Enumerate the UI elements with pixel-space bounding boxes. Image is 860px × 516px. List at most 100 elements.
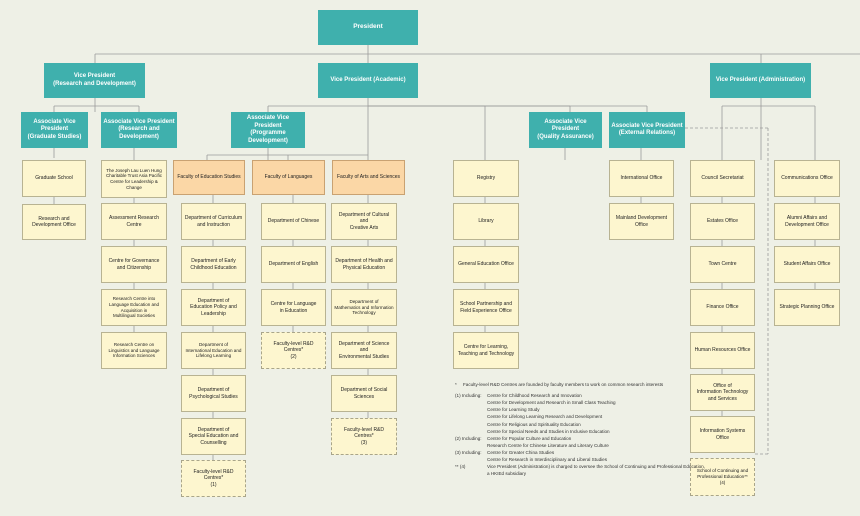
graduate-unit-label: Graduate School <box>35 175 73 182</box>
footnote-star-text: Faculty-level R&D Centres are founded by… <box>463 382 664 387</box>
footnote-4-key: ** (4) <box>455 464 466 470</box>
education-department-label: Department of International Education an… <box>185 341 242 359</box>
avp-graduate-label: Associate Vice President (Graduate Studi… <box>27 118 82 140</box>
arts-rd-centres: Faculty-level R&D Centres* (3) <box>331 418 397 455</box>
faculty-arts-header: Faculty of Arts and Sciences <box>332 160 405 195</box>
arts-department: Department of Cultural and Creative Arts <box>331 203 397 240</box>
vp-academic-label: Vice President (Academic) <box>330 76 406 83</box>
research-unit: Assessment Research Centre <box>101 203 167 240</box>
vp-academic-box: Vice President (Academic) <box>318 63 418 98</box>
footnote-star-key: * <box>455 382 457 387</box>
education-department: Department of Curriculum and Instruction <box>181 203 246 240</box>
languages-department: Department of English <box>261 246 326 283</box>
academic-unit-label: General Education Office <box>458 261 514 268</box>
education-department-label: Department of Education Policy and Leade… <box>190 298 237 317</box>
footnote-3: (3) Including: Centre for Greater China … <box>455 449 755 463</box>
education-department: Department of Education Policy and Leade… <box>181 289 246 326</box>
admin-unit: Council Secretariat <box>690 160 755 197</box>
footnote-1-item: Centre for Learning Study <box>487 407 540 413</box>
footnote-3-key: (3) Including: <box>455 449 482 455</box>
external-unit-label: International Office <box>620 175 663 182</box>
languages-department-label: Department of English <box>268 261 319 268</box>
arts-rd-centres-label: Faculty-level R&D Centres* (3) <box>343 427 384 446</box>
external-unit: Mainland Development Office <box>609 203 674 240</box>
admin-unit-label: Estates Office <box>706 218 739 225</box>
research-unit-label: Research Centre into Language Education … <box>108 296 160 319</box>
footnote-1-key: (1) Including: <box>455 393 482 399</box>
footnote-4: ** (4) Vice President (Administration) i… <box>455 463 755 477</box>
footnote-2-key: (2) Including: <box>455 435 482 441</box>
admin-unit: Communications Office <box>774 160 840 197</box>
arts-department: Department of Social Sciences <box>331 375 397 412</box>
admin-unit: Finance Office <box>690 289 755 326</box>
footnote-1-item: Centre for Childhood Research and Innova… <box>487 393 582 399</box>
arts-department: Department of Science and Environmental … <box>331 332 397 369</box>
graduate-unit-label: Research and Development Office <box>32 215 76 228</box>
admin-unit: Office of Information Technology and Ser… <box>690 374 755 411</box>
arts-department-label: Department of Social Sciences <box>340 387 388 400</box>
faculty-education-header: Faculty of Education Studies <box>173 160 245 195</box>
languages-rd-centres: Faculty-level R&D Centres* (2) <box>261 332 326 369</box>
admin-unit-label: Alumni Affairs and Development Office <box>785 215 829 228</box>
footnote-1-item: Centre for Special Needs and Studies in … <box>487 428 610 434</box>
avp-quality-box: Associate Vice President (Quality Assura… <box>529 112 602 148</box>
arts-department-label: Department of Health and Physical Educat… <box>335 258 393 271</box>
academic-unit-label: School Partnership and Field Experience … <box>460 301 512 314</box>
footnote-2-item: Research Centre for Chinese Literature a… <box>487 442 609 448</box>
avp-programme-label: Associate Vice President (Programme Deve… <box>246 115 290 144</box>
languages-department-label: Department of Chinese <box>267 218 320 225</box>
education-department: Department of Psychological Studies <box>181 375 246 412</box>
admin-unit: Student Affairs Office <box>774 246 840 283</box>
education-department: Department of Special Education and Coun… <box>181 418 246 455</box>
research-unit: Centre for Governance and Citizenship <box>101 246 167 283</box>
footnote-1-item: Centre for Development and Research in S… <box>487 400 616 406</box>
admin-unit-label: Office of Information Technology and Ser… <box>696 383 749 402</box>
admin-unit-label: Strategic Planning Office <box>779 304 835 311</box>
languages-department: Centre for Language in Education <box>261 289 326 326</box>
admin-unit-label: Information Systems Office <box>699 428 746 441</box>
arts-department: Department of Mathematics and Informatio… <box>331 289 397 326</box>
external-unit: International Office <box>609 160 674 197</box>
arts-department-label: Department of Cultural and Creative Arts <box>338 212 390 231</box>
footnote-3-item: Centre for Greater China Studies <box>487 449 555 455</box>
admin-unit: Estates Office <box>690 203 755 240</box>
admin-unit-label: Student Affairs Office <box>783 261 831 268</box>
research-unit: Research Centre into Language Education … <box>101 289 167 326</box>
footnote-2: (2) Including: Centre for Popular Cultur… <box>455 435 755 449</box>
external-unit-label: Mainland Development Office <box>615 215 668 228</box>
academic-unit: Centre for Learning, Teaching and Techno… <box>453 332 519 369</box>
admin-unit: Town Centre <box>690 246 755 283</box>
admin-unit-label: Communications Office <box>781 175 833 182</box>
footnote-star: * Faculty-level R&D Centres are founded … <box>455 381 755 388</box>
academic-unit: School Partnership and Field Experience … <box>453 289 519 326</box>
footnote-1: (1) Including: Centre for Childhood Rese… <box>455 392 755 435</box>
avp-programme-box: Associate Vice President (Programme Deve… <box>231 112 305 148</box>
research-unit-label: Research Centre on Linguistics and Langu… <box>108 342 160 359</box>
education-department: Department of Early Childhood Education <box>181 246 246 283</box>
admin-unit-label: Finance Office <box>706 304 739 311</box>
admin-unit: Alumni Affairs and Development Office <box>774 203 840 240</box>
admin-unit: Strategic Planning Office <box>774 289 840 326</box>
arts-department-label: Department of Science and Environmental … <box>338 341 390 360</box>
academic-unit-label: Centre for Learning, Teaching and Techno… <box>457 344 515 357</box>
languages-department-label: Centre for Language in Education <box>270 301 317 314</box>
avp-research-label: Associate Vice President (Research and D… <box>103 118 175 140</box>
footnotes: * Faculty-level R&D Centres are founded … <box>455 381 755 477</box>
admin-unit: Information Systems Office <box>690 416 755 453</box>
admin-sce-box: School of Continuing and Professional Ed… <box>690 458 755 496</box>
avp-external-box: Associate Vice President (External Relat… <box>609 112 685 148</box>
faculty-arts-label: Faculty of Arts and Sciences <box>336 174 401 181</box>
arts-department: Department of Health and Physical Educat… <box>331 246 397 283</box>
footnote-4-item: a HKIEd subsidiary <box>487 471 527 477</box>
admin-unit: Human Resources Office <box>690 332 755 369</box>
education-department-label: Department of Special Education and Coun… <box>188 427 239 446</box>
footnote-2-item: Centre for Popular Culture and Education <box>487 435 572 441</box>
research-unit-label: The Joseph Lau Luen Hung Charitable Trus… <box>105 167 163 190</box>
vp-admin-box: Vice President (Administration) <box>710 63 811 98</box>
research-unit-label: Centre for Governance and Citizenship <box>108 258 160 271</box>
faculty-education-label: Faculty of Education Studies <box>177 174 241 181</box>
education-rd-centres: Faculty-level R&D Centres* (1) <box>181 460 246 497</box>
education-department-label: Department of Curriculum and Instruction <box>184 215 243 228</box>
education-department: Department of International Education an… <box>181 332 246 369</box>
admin-unit-label: Human Resources Office <box>694 347 751 354</box>
